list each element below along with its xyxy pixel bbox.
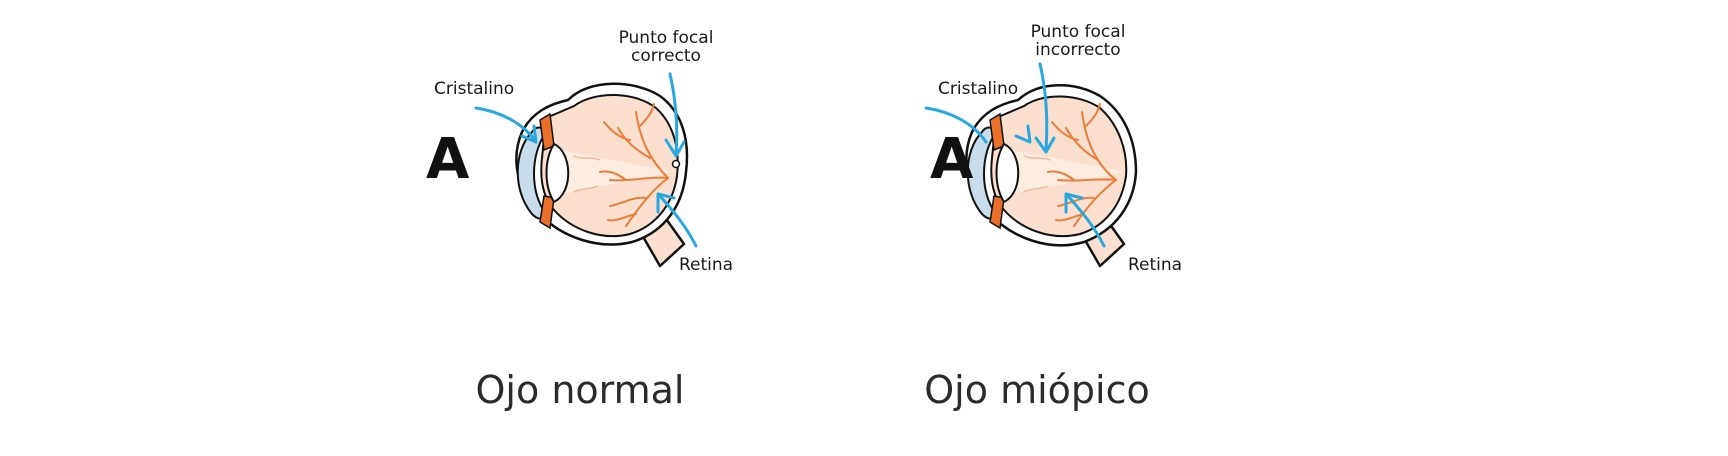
- retina-label: Retina: [679, 255, 734, 275]
- focal-point-label-line2: incorrecto: [1035, 40, 1121, 60]
- normal-eye-diagram: [474, 72, 698, 268]
- eyeball: [965, 84, 1138, 268]
- myopic-eye-diagram: [924, 62, 1138, 268]
- focal-point-marker: [671, 159, 681, 169]
- focal-point-label-line2: correcto: [631, 46, 701, 66]
- retina-pointer-arrow: [1066, 194, 1106, 248]
- retina-pointer-arrow: [658, 194, 698, 248]
- focal-pointer-arrow: [1038, 62, 1049, 152]
- lens-label: Cristalino: [434, 79, 515, 99]
- lens-pointer-arrow: [474, 106, 538, 144]
- panel-caption: Ojo miópico: [924, 368, 1150, 412]
- lens-pointer-arrow: [924, 106, 988, 144]
- eyeball: [515, 82, 689, 268]
- focal-pointer-arrow: [668, 72, 679, 156]
- panel-caption: Ojo normal: [475, 368, 685, 412]
- stimulus-letter: A: [426, 127, 470, 192]
- normal-eye-panel: A Cristalino Punto focal correcto Retina…: [426, 0, 850, 456]
- focal-point-label-line1: Punto focal: [1030, 22, 1126, 42]
- lens-label: Cristalino: [938, 79, 1019, 99]
- myopic-eye-panel: A Cristalino Punto focal incorrecto Reti…: [900, 0, 1300, 456]
- focal-point-label-line1: Punto focal: [618, 28, 714, 48]
- stimulus-letter: A: [930, 127, 974, 192]
- retina-label: Retina: [1128, 255, 1183, 275]
